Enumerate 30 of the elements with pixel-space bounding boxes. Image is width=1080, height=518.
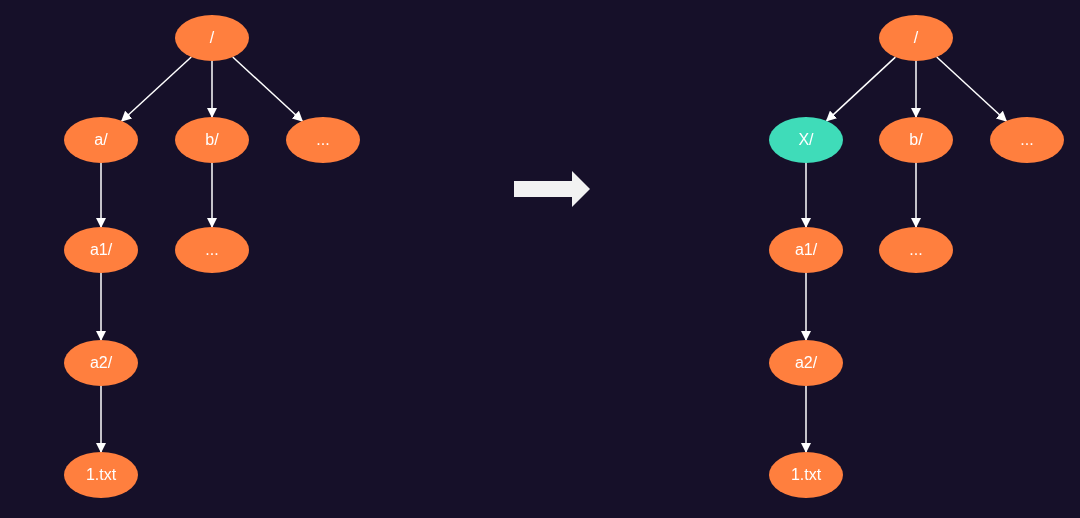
folder-node: 1.txt [64, 452, 138, 498]
folder-node: ... [990, 117, 1064, 163]
arrow [95, 272, 107, 342]
arrow [800, 272, 812, 342]
folder-node: a1/ [769, 227, 843, 273]
arrow [232, 56, 304, 122]
arrow [825, 56, 897, 122]
arrow [95, 385, 107, 454]
arrow [120, 56, 192, 122]
folder-node: / [175, 15, 249, 61]
folder-node: a/ [64, 117, 138, 163]
folder-node: b/ [175, 117, 249, 163]
folder-node: ... [175, 227, 249, 273]
arrow [95, 162, 107, 229]
folder-node: ... [286, 117, 360, 163]
folder-node: a2/ [769, 340, 843, 386]
arrow [910, 162, 922, 229]
folder-node: X/ [769, 117, 843, 163]
arrow [206, 162, 218, 229]
folder-node: a2/ [64, 340, 138, 386]
folder-node: a1/ [64, 227, 138, 273]
arrow [936, 56, 1008, 122]
folder-node: / [879, 15, 953, 61]
arrow [910, 60, 922, 119]
folder-node: 1.txt [769, 452, 843, 498]
arrow [800, 385, 812, 454]
arrow [206, 60, 218, 119]
folder-node: ... [879, 227, 953, 273]
folder-node: b/ [879, 117, 953, 163]
arrow [800, 162, 812, 229]
